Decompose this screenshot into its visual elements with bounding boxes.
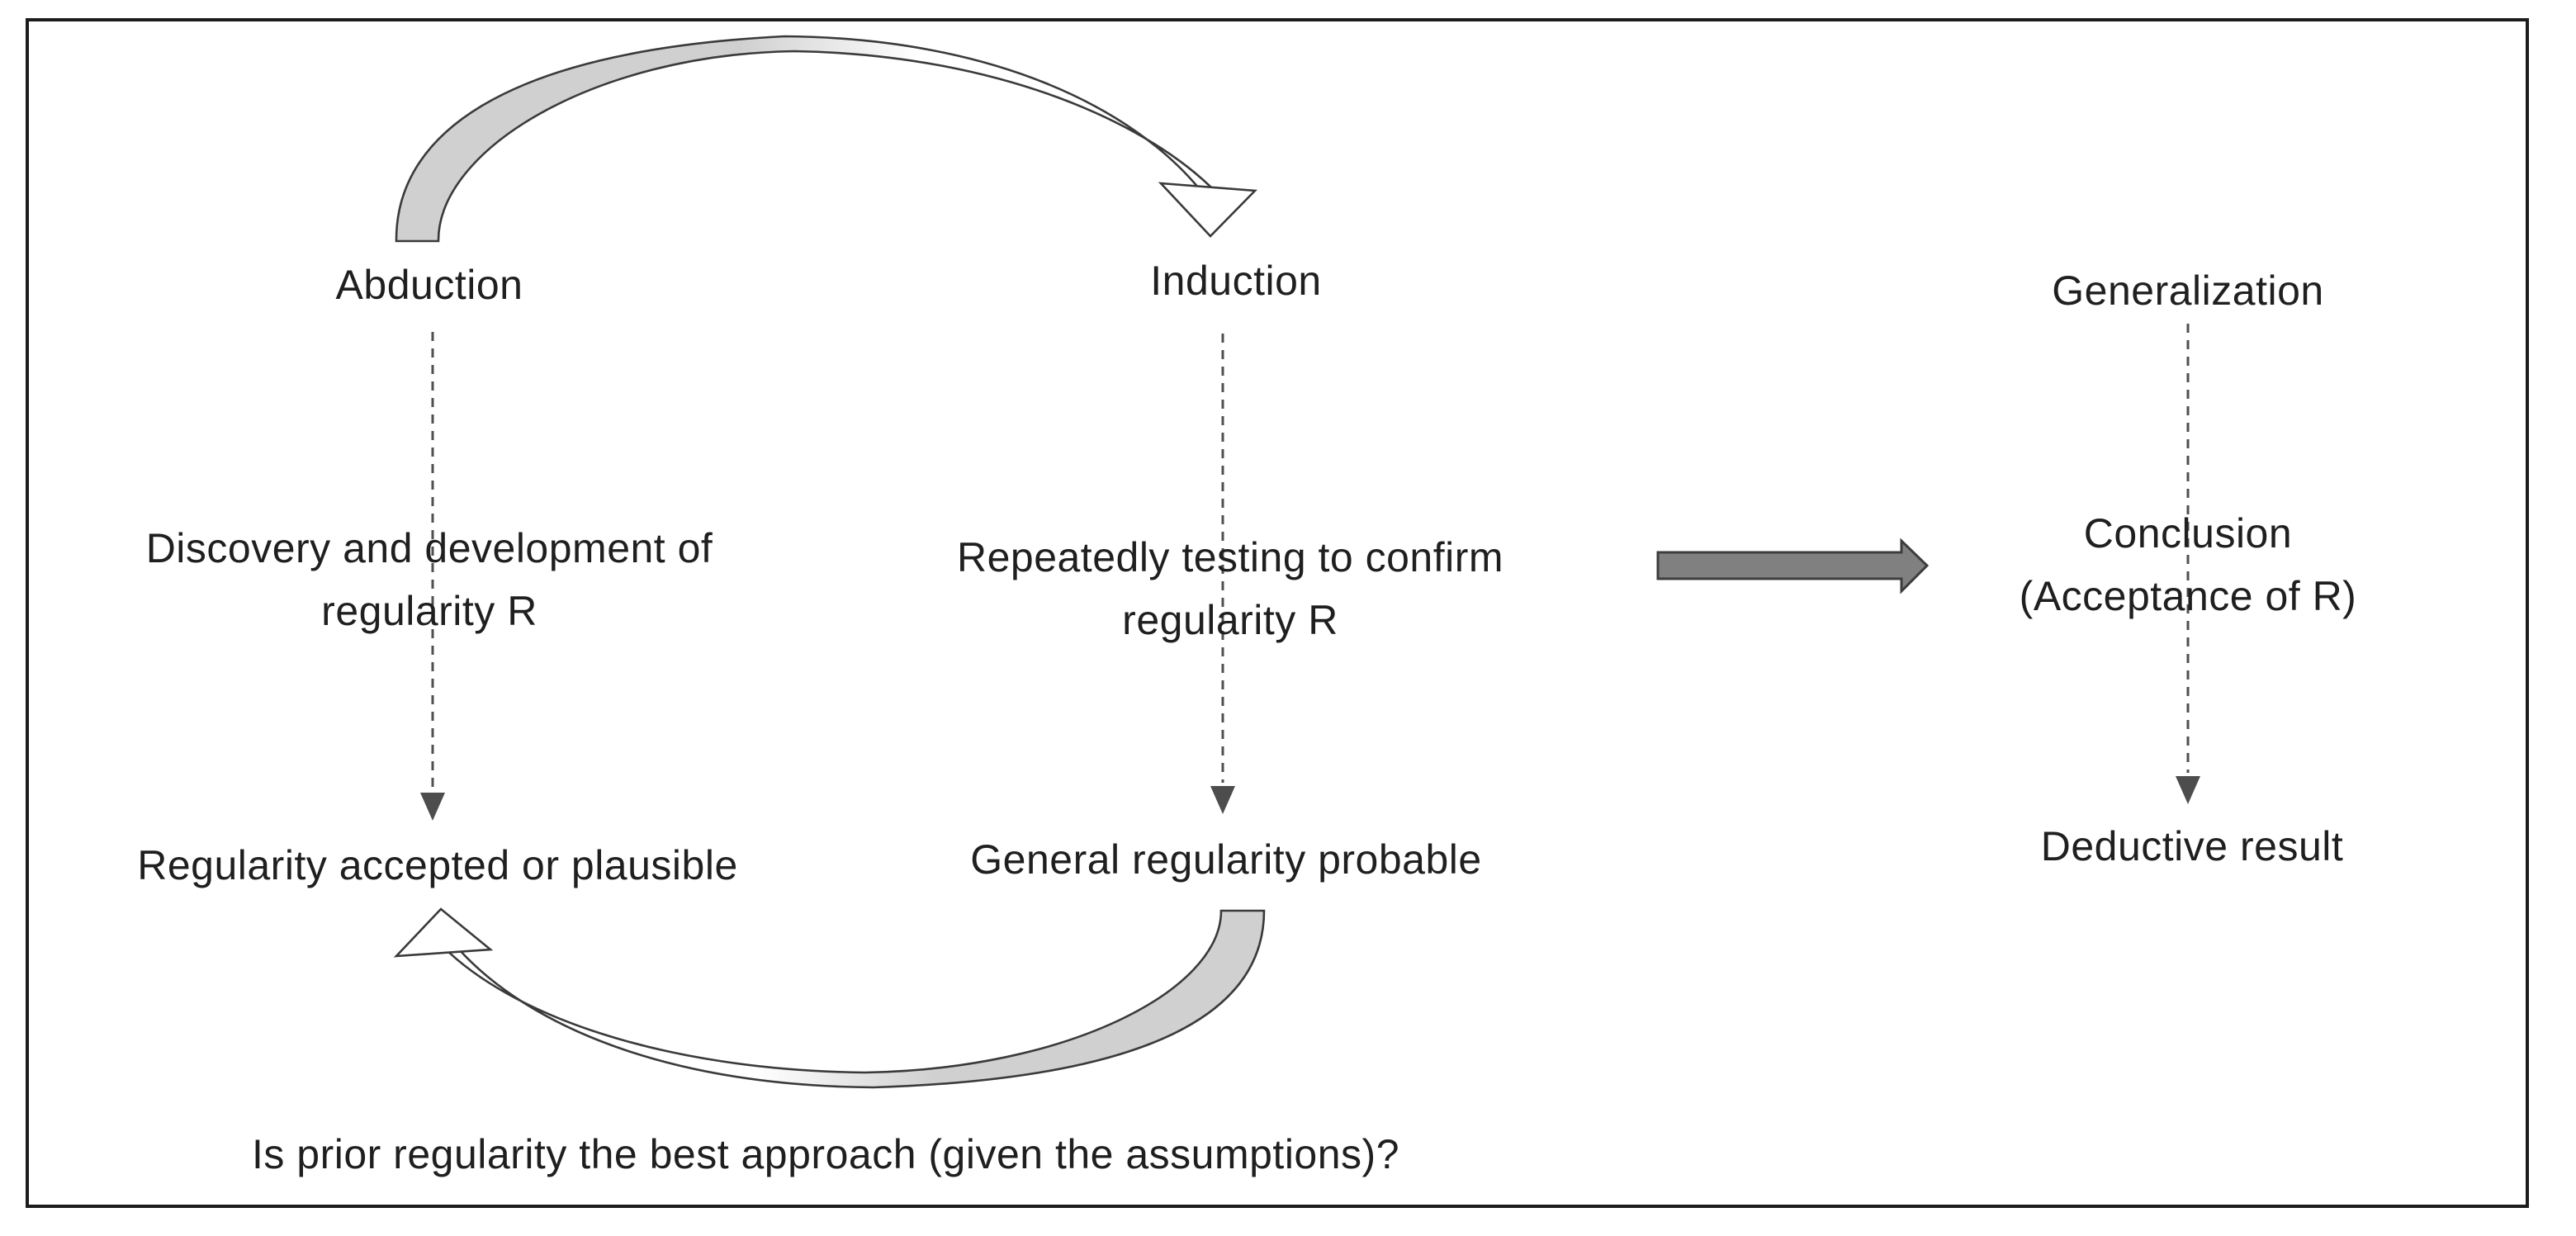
label-deductive-result: Deductive result [2040,823,2344,869]
curved-arrow-bottom-band [439,909,1266,1089]
label-testing-line1: Repeatedly testing to confirm [956,534,1504,580]
label-discovery-line2: regularity R [321,588,537,634]
dashed-arrow-left-head-icon [420,793,445,821]
dashed-arrow-right-head-icon [2176,776,2200,804]
label-regularity-accepted: Regularity accepted or plausible [137,842,738,888]
label-testing-line2: regularity R [1122,597,1338,643]
label-abduction: Abduction [335,262,523,308]
label-discovery-line1: Discovery and development of [145,525,713,571]
curved-arrow-top-band [395,35,1220,243]
label-conclusion: Conclusion (Acceptance of R) [2020,502,2357,627]
label-conclusion-line2: (Acceptance of R) [2019,573,2357,619]
label-prior-regularity-question: Is prior regularity the best approach (g… [251,1131,1400,1177]
solid-right-arrow-icon [1656,537,1930,594]
label-general-regularity-probable: General regularity probable [970,836,1482,883]
dashed-arrow-middle-head-icon [1210,786,1235,814]
diagram-border [26,18,2529,1208]
label-discovery-development: Discovery and development of regularity … [146,517,713,642]
curved-arrow-bottom-head-icon [393,907,494,958]
label-repeated-testing: Repeatedly testing to confirm regularity… [957,526,1503,651]
label-induction: Induction [1150,258,1322,304]
curved-arrow-top-head-icon [1158,182,1257,238]
label-generalization: Generalization [2052,268,2324,314]
label-conclusion-line1: Conclusion [2083,510,2293,556]
